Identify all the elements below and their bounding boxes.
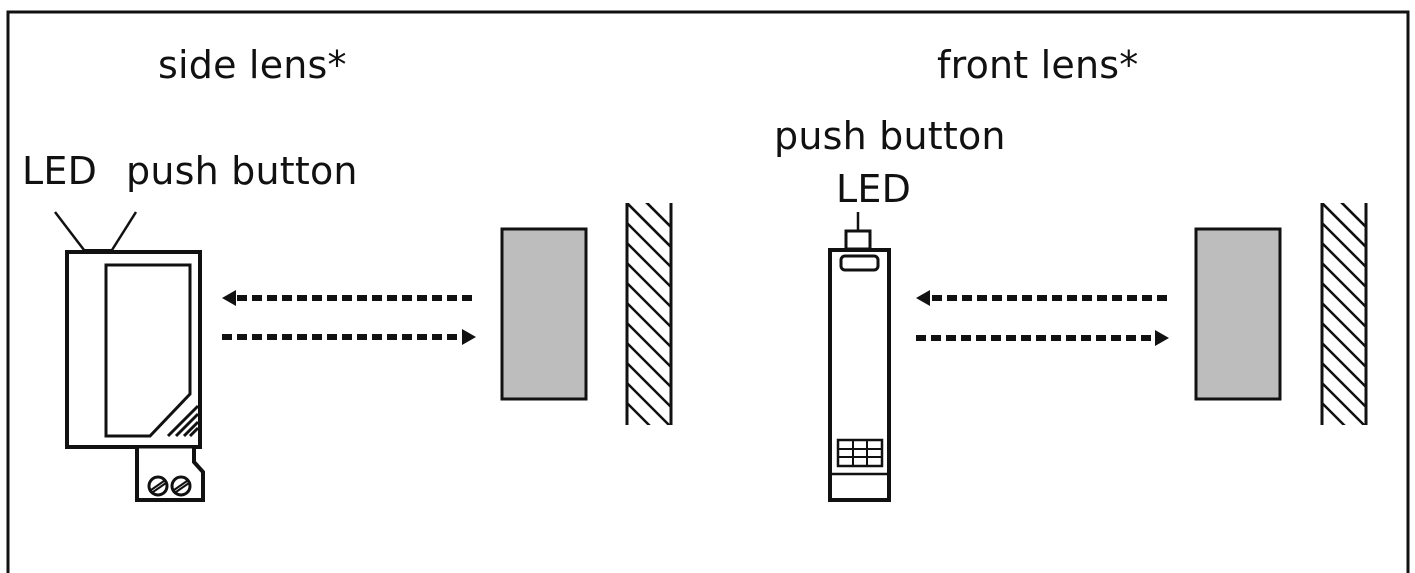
- side-target-object: [500, 227, 588, 401]
- front-beam-arrows: [916, 290, 1169, 346]
- side-sensor-connector: [135, 447, 205, 502]
- front-lens-sensor: [828, 212, 891, 502]
- side-push-button-label: push button: [126, 149, 358, 193]
- side-push-leader: [110, 211, 138, 251]
- front-lens-title: front lens*: [937, 43, 1139, 87]
- side-led-label: LED: [22, 149, 98, 193]
- side-led-leader: [54, 211, 85, 251]
- side-sensor-lens: [104, 263, 192, 438]
- front-led-label: LED: [836, 167, 912, 211]
- front-push-button-label: push button: [774, 114, 1006, 158]
- side-background-wall: [625, 203, 673, 425]
- side-lens-sensor: [54, 211, 205, 502]
- side-beam-arrows: [222, 290, 476, 345]
- front-led-window: [839, 254, 880, 272]
- front-sensor-grille: [836, 438, 884, 468]
- front-background-wall: [1320, 203, 1368, 425]
- outer-frame: [6, 10, 1410, 573]
- front-target-object: [1194, 227, 1282, 401]
- side-lens-title: side lens*: [158, 43, 347, 87]
